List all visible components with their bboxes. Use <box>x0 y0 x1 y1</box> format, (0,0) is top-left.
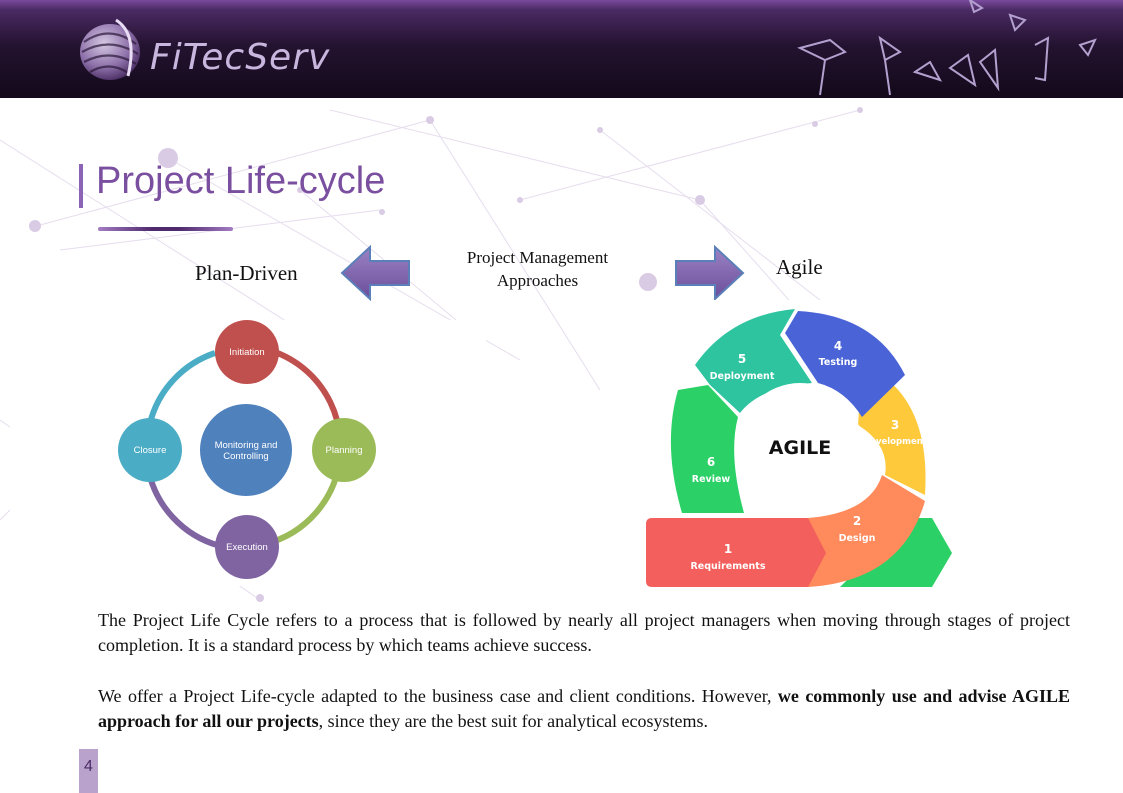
phase-label-planning: Planning <box>326 445 363 456</box>
agile-segment-testing <box>785 311 905 417</box>
title-accent-bar <box>79 164 83 208</box>
title-underline <box>98 227 233 231</box>
phase-label-execution: Execution <box>226 542 268 553</box>
agile-center-label: AGILE <box>769 437 831 459</box>
agile-segment-review <box>670 385 744 513</box>
body-paragraph-1: The Project Life Cycle refers to a proce… <box>98 610 1070 655</box>
center-node-label-line1: Monitoring and <box>215 440 278 451</box>
agile-step6-num: 6 <box>707 455 715 469</box>
phase-label-closure: Closure <box>134 445 167 456</box>
agile-step6-label: Review <box>692 474 731 485</box>
agile-step5-num: 5 <box>738 352 746 366</box>
phase-node-execution <box>215 515 279 579</box>
body-paragraph-2: We offer a Project Life-cycle adapted to… <box>98 684 1070 734</box>
phase-label-initiation: Initiation <box>229 347 264 358</box>
paragraph-2-emphasis: we commonly use and advise AGILE approac… <box>98 686 1070 731</box>
agile-step1-num: 1 <box>724 542 732 556</box>
agile-step2-num: 2 <box>853 514 861 528</box>
plan-driven-label: Plan-Driven <box>195 261 298 285</box>
agile-step2-label: Design <box>839 533 876 544</box>
center-node-label-line2: Controlling <box>223 451 268 462</box>
paragraph-2-end: , since they are the best suit for analy… <box>318 711 709 731</box>
globe-logo-icon <box>80 18 140 80</box>
agile-step5-label: Deployment <box>710 371 775 382</box>
paragraph-2-intro: We offer a Project Life-cycle adapted to… <box>98 686 778 706</box>
left-arrow-icon <box>340 244 410 302</box>
origami-birds-decoration <box>797 0 1097 96</box>
page-title: Project Life-cycle <box>96 160 386 202</box>
center-node-monitoring <box>200 404 292 496</box>
agile-segment-development <box>858 380 926 495</box>
agile-segment-design <box>808 475 925 587</box>
agile-cycle-diagram: AGILE 1 Requirements 2 Design 3 Developm… <box>646 309 952 587</box>
right-arrow-icon <box>675 244 745 302</box>
phase-node-closure <box>118 418 182 482</box>
company-logo-text: FiTecServ <box>150 37 331 78</box>
agile-step3-label: Development <box>863 437 927 447</box>
agile-step3-num: 3 <box>891 418 899 432</box>
project-management-approaches-label: Project Management Approaches <box>466 248 609 290</box>
agile-step4-num: 4 <box>834 339 842 353</box>
agile-segment-requirements <box>646 518 828 587</box>
phase-node-initiation <box>215 320 279 384</box>
plan-driven-cycle-diagram: Monitoring and Controlling Initiation Pl… <box>118 320 376 579</box>
agile-center-circle <box>738 383 862 507</box>
agile-label: Agile <box>776 255 823 279</box>
phase-node-planning <box>312 418 376 482</box>
header-banner: FiTecServ <box>0 0 1123 98</box>
page-number: 4 <box>79 749 98 793</box>
agile-step1-label: Requirements <box>690 561 765 572</box>
agile-step4-label: Testing <box>819 357 858 368</box>
